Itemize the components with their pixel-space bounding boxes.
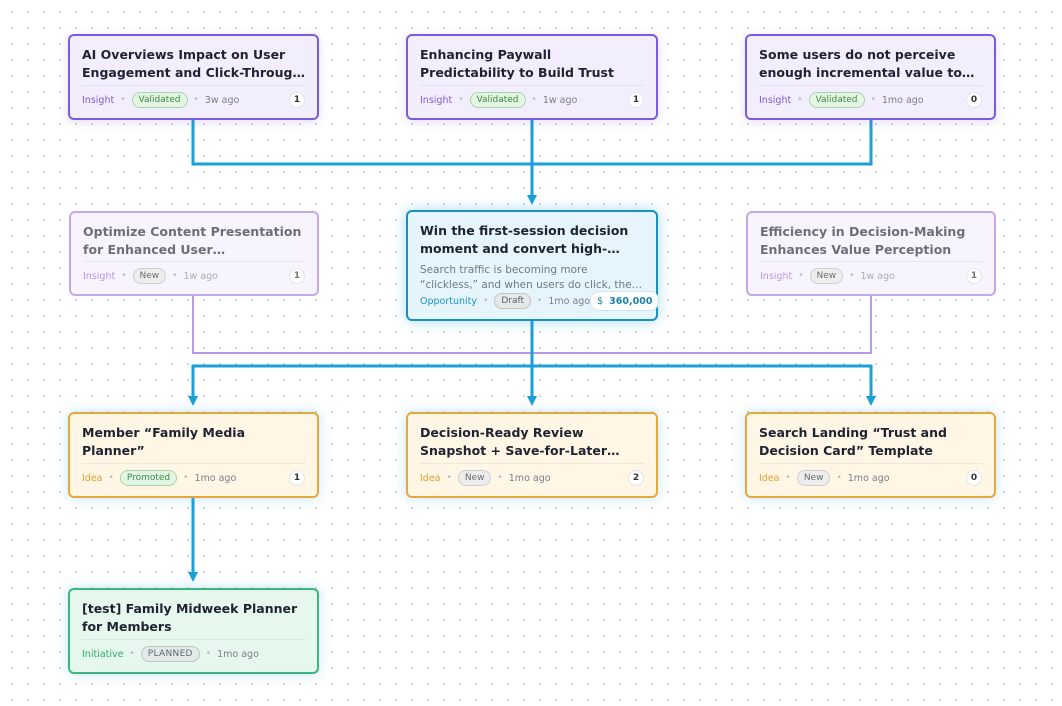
card-title: [test] Family Midweek Planner for Member… [82, 601, 298, 634]
card-title: Optimize Content Presentation for Enhanc… [83, 224, 302, 257]
card-footer: Insight • Validated • 1w ago 1 [420, 85, 644, 111]
idea-card-family-media-planner[interactable]: Member “Family Media Planner” Idea • Pro… [68, 412, 319, 498]
card-footer: Insight • New • 1w ago 1 [83, 261, 305, 287]
separator-dot: • [172, 271, 178, 281]
card-footer: Idea • Promoted • 1mo ago 1 [82, 463, 305, 489]
initiative-card-midweek-planner[interactable]: [test] Family Midweek Planner for Member… [68, 588, 319, 674]
link-count-badge[interactable]: 1 [289, 470, 305, 486]
card-timestamp: 1mo ago [194, 472, 237, 484]
separator-dot: • [120, 95, 126, 105]
status-badge[interactable]: Draft [494, 293, 532, 309]
card-timestamp: 1mo ago [847, 472, 890, 484]
link-count-badge[interactable]: 1 [289, 268, 305, 284]
status-badge[interactable]: Validated [131, 92, 188, 108]
card-type-label: Idea [420, 472, 441, 484]
separator-dot: • [108, 473, 114, 483]
card-title: Enhancing Paywall Predictability to Buil… [420, 47, 614, 80]
link-count-badge[interactable]: 1 [289, 92, 305, 108]
idea-card-review-snapshot[interactable]: Decision-Ready Review Snapshot + Save-fo… [406, 412, 658, 498]
link-count-badge[interactable]: 1 [628, 92, 644, 108]
status-badge[interactable]: Promoted [119, 470, 178, 486]
opportunity-value: 360,000 [609, 295, 653, 307]
separator-dot: • [870, 95, 876, 105]
connector-incremental-value-to-opportunity [532, 120, 873, 166]
card-footer: Idea • New • 1mo ago 2 [420, 463, 644, 489]
card-title: AI Overviews Impact on User Engagement a… [82, 47, 302, 80]
card-footer: Insight • New • 1w ago 1 [760, 261, 982, 287]
connector-ai-overviews-to-opportunity [191, 120, 532, 166]
card-type-label: Insight [760, 270, 793, 282]
insight-card-ai-overviews[interactable]: AI Overviews Impact on User Engagement a… [68, 34, 319, 120]
separator-dot: • [446, 473, 452, 483]
separator-dot: • [836, 473, 842, 483]
card-type-label: Opportunity [420, 295, 478, 307]
separator-dot: • [797, 95, 803, 105]
connector-opportunity-to-family-media-planner [188, 364, 532, 406]
separator-dot: • [205, 649, 212, 659]
separator-dot: • [121, 271, 127, 281]
card-footer: Initiative • PLANNED • 1mo ago [82, 639, 305, 665]
card-timestamp: 1mo ago [548, 295, 591, 307]
card-timestamp: 1mo ago [881, 94, 924, 106]
card-footer: Opportunity • Draft • 1mo ago $ 360,000 [420, 287, 660, 312]
insight-card-content-presentation[interactable]: Optimize Content Presentation for Enhanc… [69, 211, 319, 296]
card-type-label: Insight [420, 94, 453, 106]
card-title: Decision-Ready Review Snapshot + Save-fo… [420, 425, 608, 458]
separator-dot: • [537, 296, 543, 306]
dollar-icon: $ [597, 295, 604, 307]
link-count-badge[interactable]: 2 [628, 470, 644, 486]
opportunity-value-pill: $ 360,000 [590, 291, 660, 311]
status-badge[interactable]: PLANNED [140, 646, 200, 662]
card-title: Some users do not perceive enough increm… [759, 47, 962, 80]
separator-dot: • [483, 296, 489, 306]
card-type-label: Idea [82, 472, 103, 484]
card-footer: Insight • Validated • 1mo ago 0 [759, 85, 982, 111]
card-timestamp: 1w ago [183, 270, 218, 282]
insight-card-incremental-value[interactable]: Some users do not perceive enough increm… [745, 34, 996, 120]
card-title: Search Landing “Trust and Decision Card”… [759, 425, 947, 458]
status-badge[interactable]: New [457, 470, 492, 486]
card-type-label: Insight [82, 94, 115, 106]
separator-dot: • [785, 473, 791, 483]
status-badge[interactable]: New [132, 268, 167, 284]
link-count-badge[interactable]: 1 [966, 268, 982, 284]
card-timestamp: 1w ago [860, 270, 895, 282]
card-type-label: Insight [83, 270, 116, 282]
separator-dot: • [193, 95, 199, 105]
separator-dot: • [849, 271, 855, 281]
opportunity-card-first-session[interactable]: Win the first-session decision moment an… [406, 210, 660, 321]
card-timestamp: 1mo ago [508, 472, 551, 484]
insight-card-decision-efficiency[interactable]: Efficiency in Decision-Making Enhances V… [746, 211, 996, 296]
separator-dot: • [458, 95, 464, 105]
idea-card-search-landing[interactable]: Search Landing “Trust and Decision Card”… [745, 412, 996, 498]
separator-dot: • [129, 649, 135, 659]
card-title: Efficiency in Decision-Making Enhances V… [760, 224, 966, 257]
card-footer: Idea • New • 1mo ago 0 [759, 463, 982, 489]
insight-card-paywall[interactable]: Enhancing Paywall Predictability to Buil… [406, 34, 658, 120]
card-timestamp: 1w ago [542, 94, 578, 106]
card-type-label: Initiative [82, 648, 124, 660]
card-title: Member “Family Media Planner” [82, 425, 246, 458]
card-timestamp: 3w ago [204, 94, 240, 106]
separator-dot: • [183, 473, 189, 483]
status-badge[interactable]: Validated [808, 92, 865, 108]
status-badge[interactable]: New [796, 470, 831, 486]
separator-dot: • [798, 271, 804, 281]
link-count-badge[interactable]: 0 [966, 470, 982, 486]
card-title: Win the first-session decision moment an… [420, 223, 629, 256]
separator-dot: • [497, 473, 503, 483]
link-count-badge[interactable]: 0 [966, 92, 982, 108]
card-timestamp: 1mo ago [217, 648, 259, 660]
card-type-label: Insight [759, 94, 792, 106]
status-badge[interactable]: Validated [469, 92, 526, 108]
card-footer: Insight • Validated • 3w ago 1 [82, 85, 305, 111]
card-type-label: Idea [759, 472, 780, 484]
status-badge[interactable]: New [809, 268, 844, 284]
connector-opportunity-to-search-landing [532, 364, 876, 406]
card-description: Search traffic is becoming more “clickle… [420, 264, 638, 291]
separator-dot: • [531, 95, 537, 105]
